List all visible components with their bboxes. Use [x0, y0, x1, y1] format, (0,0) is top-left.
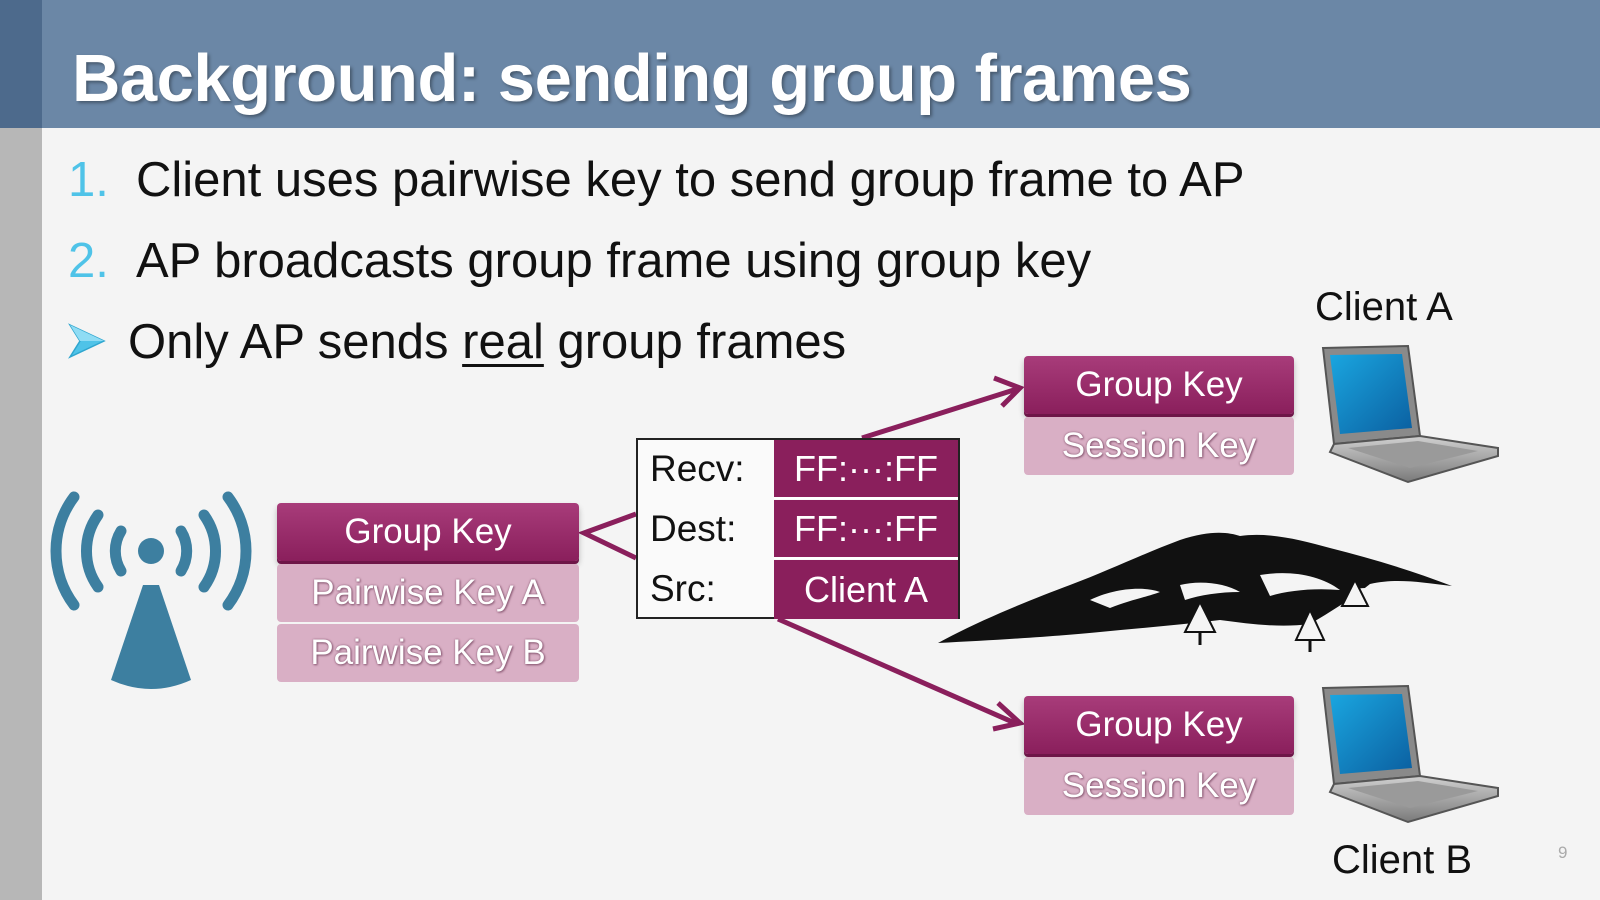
- dest-value: FF:···:FF: [774, 500, 958, 559]
- ap-pairwise-key-a: Pairwise Key A: [277, 564, 579, 622]
- bullet-1-number: 1.: [68, 153, 109, 207]
- title-bar: Background: sending group frames: [42, 0, 1600, 128]
- wireless-tower-icon: [50, 491, 252, 689]
- frame-row-dest: Dest: FF:···:FF: [638, 500, 958, 559]
- ap-pairwise-key-b: Pairwise Key B: [277, 624, 579, 682]
- client-a-session-key: Session Key: [1024, 417, 1294, 475]
- dest-label: Dest:: [650, 508, 737, 549]
- arrow-frame-to-ap: [577, 511, 638, 561]
- bullet-3-text-before: Only AP sends: [128, 315, 463, 369]
- arrow-to-client-b: [776, 616, 1026, 732]
- client-a-group-key: Group Key: [1024, 356, 1294, 414]
- recv-label: Recv:: [650, 448, 745, 489]
- mountains-icon: [938, 532, 1452, 652]
- group-frame-table: Recv: FF:···:FF Dest: FF:···:FF Src: Cli…: [636, 438, 960, 619]
- left-band: [0, 0, 42, 900]
- bullet-3: Only AP sends real group frames: [68, 314, 846, 373]
- ap-group-key: Group Key: [277, 503, 579, 561]
- client-a-label: Client A: [1315, 285, 1453, 329]
- slide-title: Background: sending group frames: [72, 41, 1192, 116]
- frame-row-src: Src: Client A: [638, 560, 958, 619]
- client-b-label: Client B: [1332, 838, 1473, 882]
- bullet-2: 2. AP broadcasts group frame using group …: [68, 233, 1091, 289]
- client-b-session-key: Session Key: [1024, 757, 1294, 815]
- bullet-1-text: Client uses pairwise key to send group f…: [136, 153, 1245, 207]
- page-number: 9: [1558, 843, 1568, 862]
- client-b-group-key: Group Key: [1024, 696, 1294, 754]
- recv-value: FF:···:FF: [774, 440, 958, 499]
- src-label: Src:: [650, 568, 716, 609]
- left-band-accent: [0, 0, 42, 128]
- arrow-bullet-icon: [68, 317, 128, 373]
- bullet-2-number: 2.: [68, 234, 109, 288]
- bullet-1: 1. Client uses pairwise key to send group…: [68, 152, 1245, 208]
- frame-row-recv: Recv: FF:···:FF: [638, 440, 958, 499]
- bullet-3-text-after: group frames: [543, 315, 847, 369]
- bullet-2-text: AP broadcasts group frame using group ke…: [136, 234, 1092, 288]
- arrow-to-client-a: [861, 375, 1025, 441]
- src-value: Client A: [774, 560, 958, 619]
- client-b-laptop-icon: [1321, 684, 1499, 824]
- bullet-3-underlined: real: [462, 315, 544, 369]
- client-a-laptop-icon: [1321, 344, 1499, 484]
